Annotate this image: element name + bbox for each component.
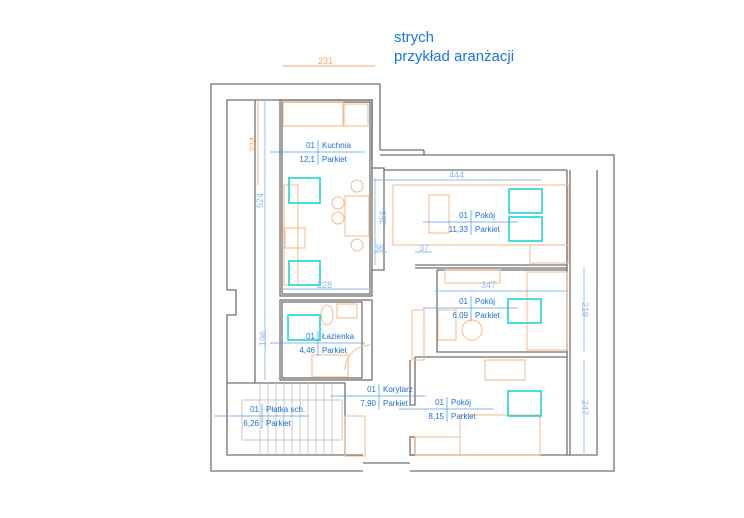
room-label-lazienka: 01 Łazienka 4,46 Parkiet	[270, 331, 365, 356]
room-floor: Parkiet	[475, 225, 501, 234]
room-area: 11,33	[449, 225, 469, 234]
room-name: Pokój	[475, 211, 495, 220]
room-label-kuchnia: 01 Kuchnia 12,1 Parkiet	[270, 140, 365, 165]
room-area: 6,09	[452, 311, 468, 320]
room-number: 01	[306, 141, 315, 150]
dimension-labels: 231 224 524 255 36 37 228 444 347 219 19…	[248, 56, 590, 415]
room-floor: Parkiet	[266, 419, 292, 428]
room-number: 01	[459, 211, 468, 220]
room-floor: Parkiet	[383, 399, 409, 408]
room-label-korytarz: 01 Korytarz 7,90 Parkiet	[331, 384, 426, 409]
plan-title: strych	[394, 29, 434, 46]
room-number: 01	[435, 398, 444, 407]
room-label-pokoj-1: 01 Pokój 11,33 Parkiet	[423, 210, 518, 235]
room-label-platka: 01 Płatka sch. 6,26 Parkiet	[214, 404, 309, 429]
room-floor: Parkiet	[451, 412, 477, 421]
dimension-lines	[257, 65, 585, 457]
beds	[287, 177, 543, 417]
room-floor: Parkiet	[322, 346, 348, 355]
room-area: 7,90	[360, 399, 376, 408]
room-number: 01	[459, 297, 468, 306]
room-number: 01	[250, 405, 259, 414]
room-area: 8,15	[428, 412, 444, 421]
room-label-pokoj-3: 01 Pokój 8,15 Parkiet	[399, 397, 494, 422]
dim-231: 231	[318, 56, 333, 66]
room-name: Łazienka	[322, 332, 355, 341]
dim-36: 36	[374, 243, 384, 253]
stairs	[241, 383, 343, 455]
dim-37: 37	[419, 243, 429, 253]
plan-subtitle: przykład aranżacji	[394, 48, 514, 65]
dim-219: 219	[580, 302, 590, 317]
room-floor: Parkiet	[322, 155, 348, 164]
room-area: 6,26	[243, 419, 259, 428]
dim-196: 196	[258, 331, 268, 346]
room-number: 01	[306, 332, 315, 341]
room-name: Płatka sch.	[266, 405, 305, 414]
dim-224: 224	[248, 137, 258, 152]
dim-255: 255	[378, 210, 388, 225]
room-name: Korytarz	[383, 385, 413, 394]
dim-228: 228	[317, 280, 332, 290]
dim-444: 444	[449, 170, 464, 180]
room-name: Pokój	[475, 297, 495, 306]
dim-247: 247	[580, 400, 590, 415]
room-name: Pokój	[451, 398, 471, 407]
room-label-pokoj-2: 01 Pokój 6,09 Parkiet	[423, 296, 518, 321]
dim-347: 347	[481, 280, 496, 290]
furniture	[282, 101, 569, 457]
room-area: 4,46	[299, 346, 315, 355]
room-name: Kuchnia	[322, 141, 351, 150]
room-number: 01	[367, 385, 376, 394]
room-area: 12,1	[299, 155, 315, 164]
room-floor: Parkiet	[475, 311, 501, 320]
dim-524: 524	[255, 193, 265, 208]
